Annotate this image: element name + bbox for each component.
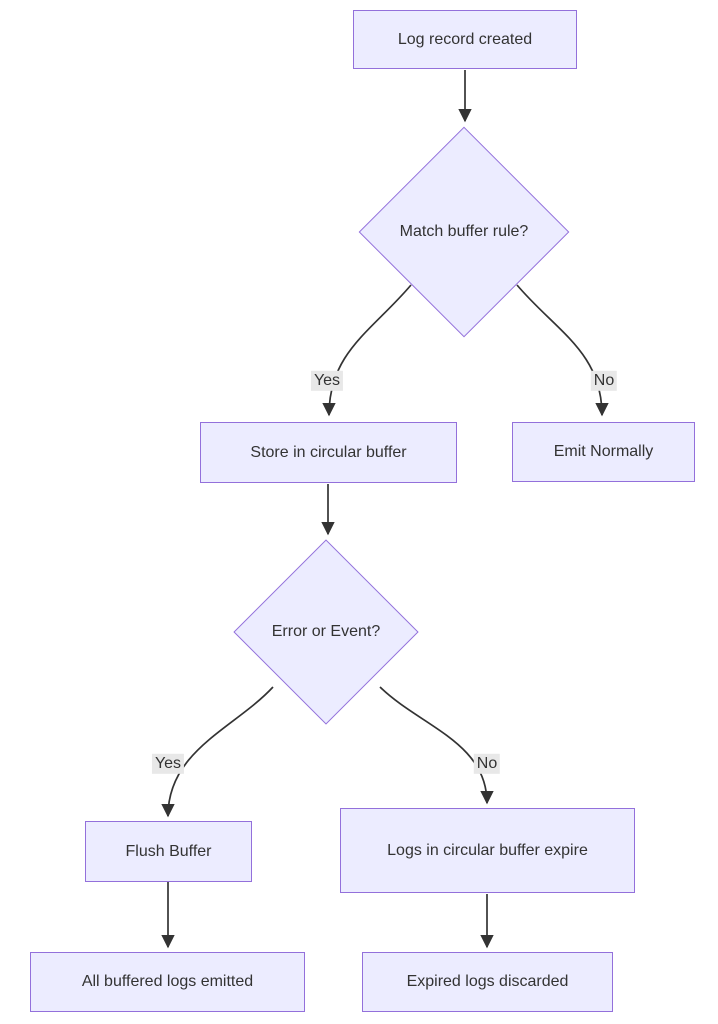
node-expired-logs-discarded: Expired logs discarded <box>362 952 613 1012</box>
node-label: Expired logs discarded <box>406 973 569 991</box>
node-label: Error or Event? <box>271 623 381 640</box>
node-label: Match buffer rule? <box>399 223 529 240</box>
node-label: Flush Buffer <box>125 842 212 860</box>
node-label: All buffered logs emitted <box>81 973 254 991</box>
node-label: Emit Normally <box>553 443 654 461</box>
node-all-buffered-logs-emitted: All buffered logs emitted <box>30 952 305 1012</box>
node-label: Log record created <box>397 30 533 48</box>
node-label: Logs in circular buffer expire <box>387 841 588 859</box>
node-store-in-circular-buffer: Store in circular buffer <box>200 422 457 483</box>
decision-error-or-event: Error or Event? <box>233 539 419 725</box>
node-flush-buffer: Flush Buffer <box>85 821 252 882</box>
node-logs-in-circular-buffer-expire: Logs in circular buffer expire <box>340 808 635 893</box>
node-log-record-created: Log record created <box>353 10 577 69</box>
node-emit-normally: Emit Normally <box>512 422 695 482</box>
edge-label-no-match-to-emit: No <box>590 370 618 392</box>
node-label: Store in circular buffer <box>250 443 407 461</box>
decision-match-buffer-rule: Match buffer rule? <box>358 126 570 338</box>
edge-label-yes-error-to-flush: Yes <box>151 753 185 775</box>
edge-label-yes-match-to-store: Yes <box>310 370 344 392</box>
edge-label-no-error-to-expire: No <box>473 753 501 775</box>
